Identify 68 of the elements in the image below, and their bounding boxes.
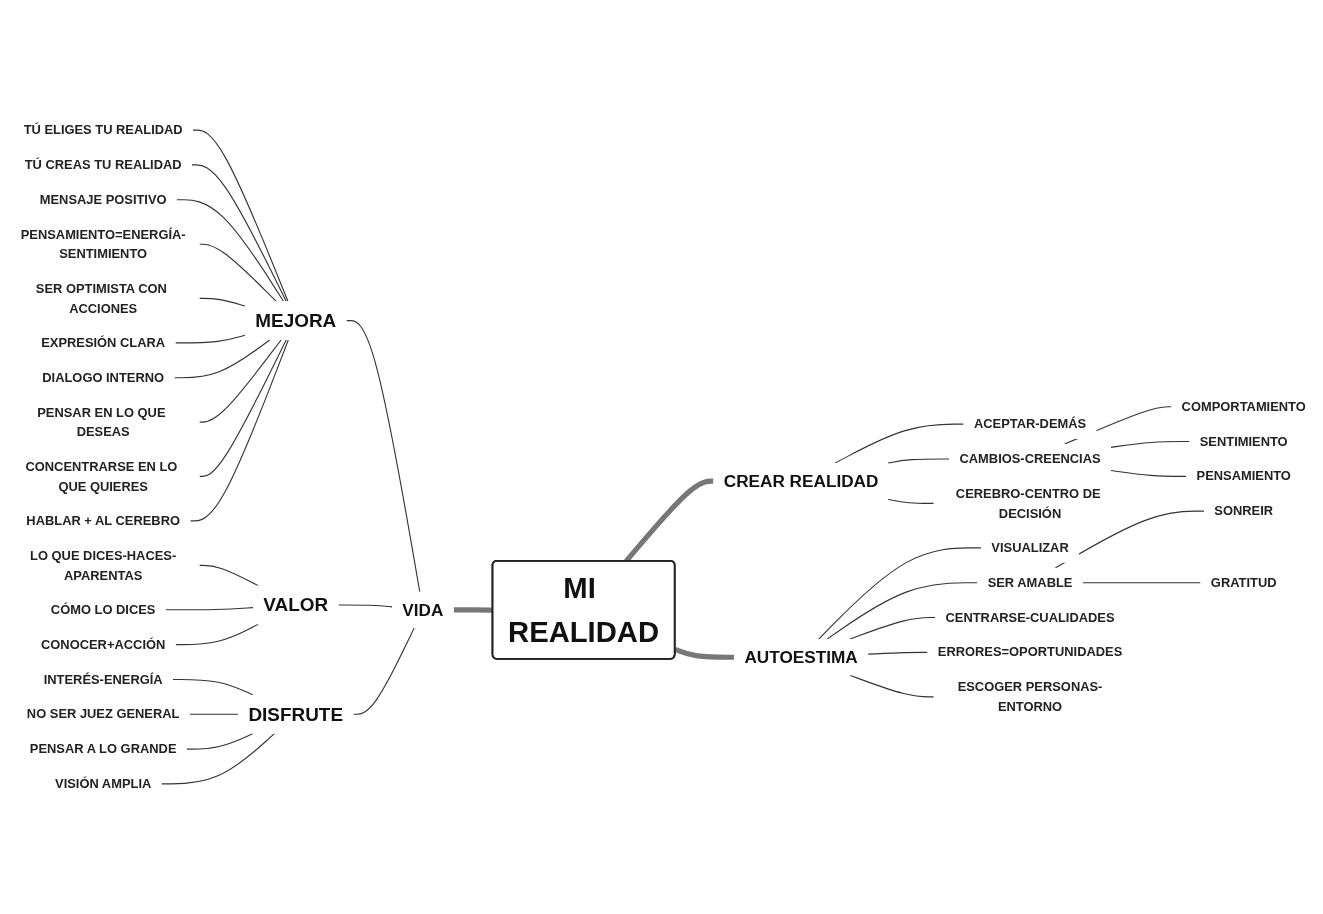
- connector: [1110, 440, 1190, 448]
- node-text: NO SER JUEZ GENERAL: [26, 706, 180, 721]
- connector: [198, 243, 277, 302]
- node-text: CÓMO LO DICES: [50, 601, 156, 617]
- connector: [1110, 469, 1187, 477]
- connector: [352, 627, 415, 715]
- connector: [165, 607, 254, 611]
- node-text: VISIÓN AMPLIA: [55, 775, 152, 791]
- connector: [818, 547, 982, 640]
- node-text: TÚ ELIGES TU REALIDAD: [23, 122, 183, 137]
- connector: [198, 564, 259, 587]
- connector: [161, 733, 275, 785]
- node-text: DISFRUTE: [248, 703, 344, 726]
- connector: [173, 339, 271, 379]
- connector: [1054, 510, 1205, 569]
- connector: [192, 129, 289, 302]
- connector: [453, 607, 493, 613]
- node-text: PENSAR A LO GRANDE: [29, 741, 177, 756]
- node-text: PENSAR EN LO QUE DESEAS: [37, 404, 166, 439]
- node-text: CONCENTRARSE EN LO QUE QUIERES: [25, 458, 178, 493]
- connector: [337, 604, 393, 608]
- connector: [172, 678, 254, 696]
- node-text: LO QUE DICES-HACES-APARENTAS: [30, 547, 177, 582]
- connector: [189, 713, 239, 715]
- node-text: CONOCER+ACCIÓN: [41, 636, 166, 652]
- connector: [834, 423, 965, 464]
- connector: [1082, 582, 1202, 584]
- node-text: CENTRARSE-CUALIDADES: [945, 609, 1115, 625]
- connector: [849, 617, 936, 640]
- connector: [176, 199, 284, 302]
- node-text: COMPORTAMIENTO: [1181, 398, 1306, 414]
- node-text: HABLAR + AL CEREBRO: [26, 512, 181, 528]
- node-text: SONREIR: [1214, 503, 1274, 518]
- node-text: GRATITUD: [1210, 574, 1277, 590]
- connector: [186, 733, 254, 750]
- connector: [674, 646, 735, 660]
- node-text: PENSAMIENTO=ENERGÍA-SENTIMIENTO: [20, 226, 186, 261]
- node-text: TÚ CREAS TU REALIDAD: [24, 156, 182, 172]
- connector: [849, 674, 935, 698]
- node-text: MEJORA: [255, 309, 337, 332]
- node-text: VIDA: [402, 600, 444, 620]
- node-text: INTERÉS-ENERGÍA: [43, 671, 163, 687]
- connector: [867, 651, 928, 655]
- node-text: SER AMABLE: [987, 574, 1073, 590]
- connector: [345, 320, 421, 593]
- node-text: ESCOGER PERSONAS-ENTORNO: [957, 679, 1103, 714]
- connector: [191, 164, 287, 302]
- node-text: DIALOGO INTERNO: [42, 369, 165, 385]
- connector: [887, 458, 950, 464]
- node-text: PENSAMIENTO: [1196, 468, 1291, 484]
- node-text: CREAR REALIDAD: [723, 471, 879, 491]
- node-text: AUTOESTIMA: [744, 647, 858, 667]
- connector: [174, 334, 246, 344]
- connector: [175, 623, 259, 646]
- node-text: CEREBRO-CENTRO DE DECISIÓN: [955, 485, 1101, 520]
- node-text: MENSAJE POSITIVO: [39, 191, 167, 207]
- connector: [198, 339, 282, 423]
- node-text: ERRORES=OPORTUNIDADES: [937, 644, 1123, 660]
- node-text: SER OPTIMISTA CON ACCIONES: [35, 280, 167, 315]
- node-text: EXPRESIÓN CLARA: [41, 334, 166, 350]
- connector: [826, 582, 978, 640]
- node-text: CAMBIOS-CREENCIAS: [959, 450, 1101, 466]
- connector: [189, 339, 289, 522]
- connector: [887, 498, 935, 504]
- connector: [198, 339, 287, 477]
- node-text: VALOR: [263, 594, 329, 616]
- node-text: SENTIMIENTO: [1199, 433, 1288, 449]
- connector: [198, 297, 246, 307]
